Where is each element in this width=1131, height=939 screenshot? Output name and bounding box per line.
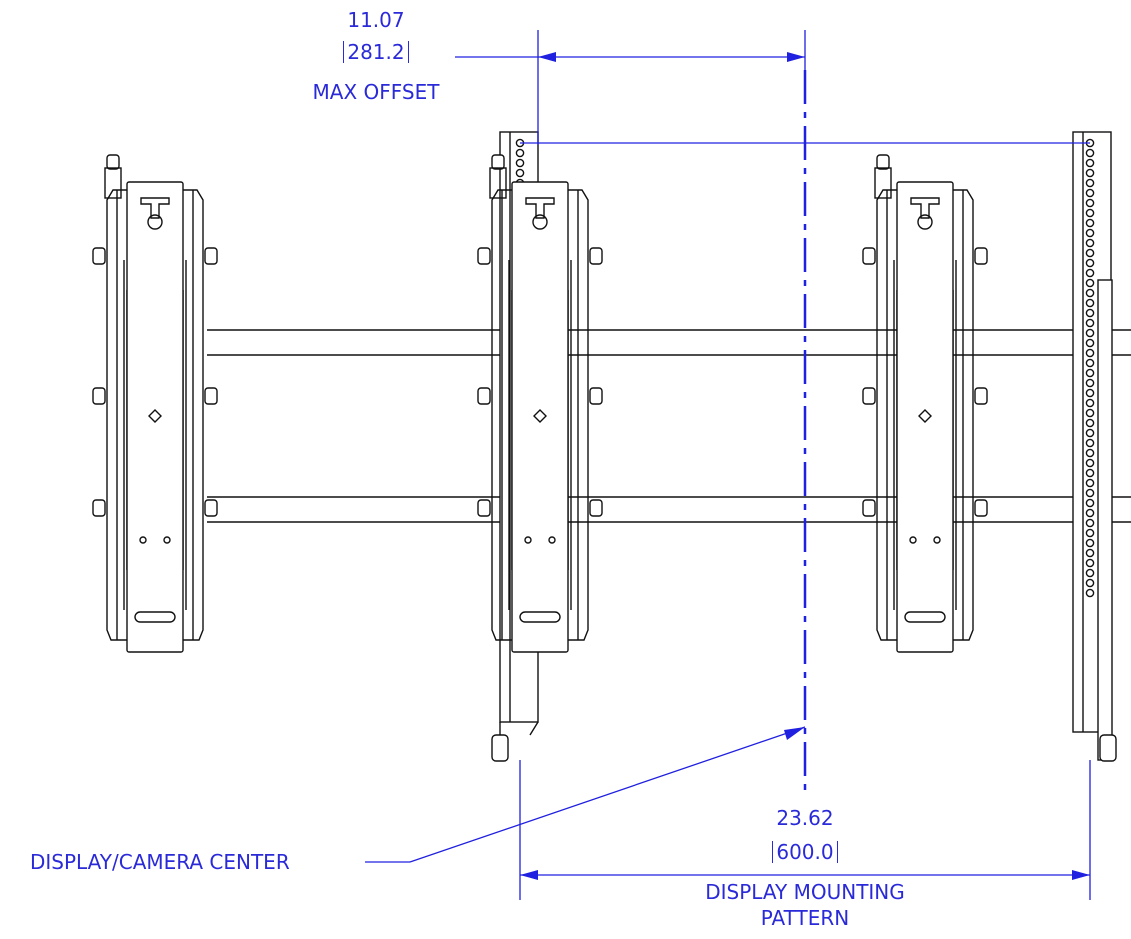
mounting-pattern-label-line1: DISPLAY MOUNTING xyxy=(705,880,905,904)
rail-hole xyxy=(1085,258,1095,268)
rail-hole xyxy=(1085,268,1095,278)
rail-hole xyxy=(1085,588,1095,598)
rail-hole xyxy=(1085,308,1095,318)
rail-hole xyxy=(1085,278,1095,288)
rail-hole xyxy=(1085,238,1095,248)
rail-hole xyxy=(515,158,525,168)
max-offset-label: MAX OFFSET xyxy=(312,80,440,104)
cross-tubes xyxy=(207,329,1131,523)
rail-hole xyxy=(1085,538,1095,548)
rail-hole xyxy=(1085,498,1095,508)
rail-hole xyxy=(1085,488,1095,498)
mounting-pattern-label-line2: PATTERN xyxy=(760,906,850,930)
max-offset-metric: 281.2 xyxy=(336,40,416,64)
rail-hole xyxy=(1085,358,1095,368)
rail-hole xyxy=(1085,318,1095,328)
rail-hole xyxy=(1085,518,1095,528)
rail-hole xyxy=(1085,558,1095,568)
rail-hole xyxy=(1085,168,1095,178)
vertical-rail-right xyxy=(1072,131,1113,761)
rail-hole xyxy=(1085,458,1095,468)
rail-hole xyxy=(1085,408,1095,418)
center-leader xyxy=(365,726,806,863)
mounting-pattern-metric: 600.0 xyxy=(760,840,850,864)
rail-hole xyxy=(1085,568,1095,578)
bracket-left xyxy=(92,154,218,653)
max-offset-dimension xyxy=(455,30,806,145)
rail-hole xyxy=(1085,338,1095,348)
rail-hole xyxy=(1085,148,1095,158)
rail-hole xyxy=(1085,378,1095,388)
center-label: DISPLAY/CAMERA CENTER xyxy=(30,850,290,874)
rail-hole xyxy=(1085,388,1095,398)
rail-hole xyxy=(1085,468,1095,478)
rail-hole xyxy=(1085,188,1095,198)
rail-hole xyxy=(1085,248,1095,258)
latches xyxy=(491,734,1117,762)
bracket-middle xyxy=(477,154,603,653)
rail-hole xyxy=(1085,508,1095,518)
rail-hole xyxy=(1085,198,1095,208)
rail-hole xyxy=(1085,348,1095,358)
mounting-pattern-value: 23.62 xyxy=(776,806,834,830)
rail-hole xyxy=(1085,398,1095,408)
rail-hole xyxy=(1085,548,1095,558)
rail-hole xyxy=(1085,368,1095,378)
bracket-right xyxy=(862,154,988,653)
rail-hole xyxy=(1085,428,1095,438)
max-offset-metric-value: 281.2 xyxy=(343,41,409,63)
rail-hole xyxy=(1085,228,1095,238)
max-offset-value: 11.07 xyxy=(347,8,405,32)
rail-hole xyxy=(1085,218,1095,228)
rail-hole xyxy=(1085,158,1095,168)
rail-hole xyxy=(1085,438,1095,448)
rail-hole xyxy=(1085,418,1095,428)
rail-hole xyxy=(1085,298,1095,308)
rail-hole xyxy=(1085,178,1095,188)
rail-hole xyxy=(1085,528,1095,538)
rail-hole xyxy=(515,148,525,158)
rail-hole xyxy=(1085,208,1095,218)
rail-hole xyxy=(1085,448,1095,458)
rail-hole xyxy=(515,168,525,178)
rail-hole xyxy=(1085,288,1095,298)
rail-hole xyxy=(1085,478,1095,488)
rail-hole xyxy=(1085,328,1095,338)
mounting-pattern-dimension xyxy=(519,760,1091,900)
mounting-pattern-metric-value: 600.0 xyxy=(772,841,838,863)
rail-hole xyxy=(1085,578,1095,588)
